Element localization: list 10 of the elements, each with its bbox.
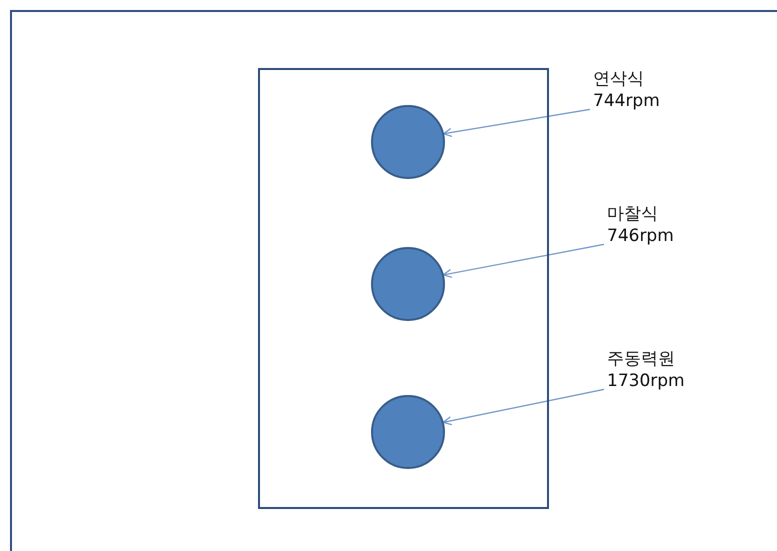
arrow (442, 108, 590, 137)
rectangle-frame (258, 68, 549, 509)
label-title: 주동력원 (607, 348, 676, 370)
arrow (442, 244, 604, 278)
arrow (442, 388, 604, 426)
rpm-value: 746rpm (607, 225, 674, 247)
label-title: 연삭식 (593, 68, 645, 90)
label-title: 마찰식 (607, 203, 659, 225)
rpm-value: 1730rpm (607, 370, 685, 392)
rpm-value: 744rpm (593, 90, 660, 112)
